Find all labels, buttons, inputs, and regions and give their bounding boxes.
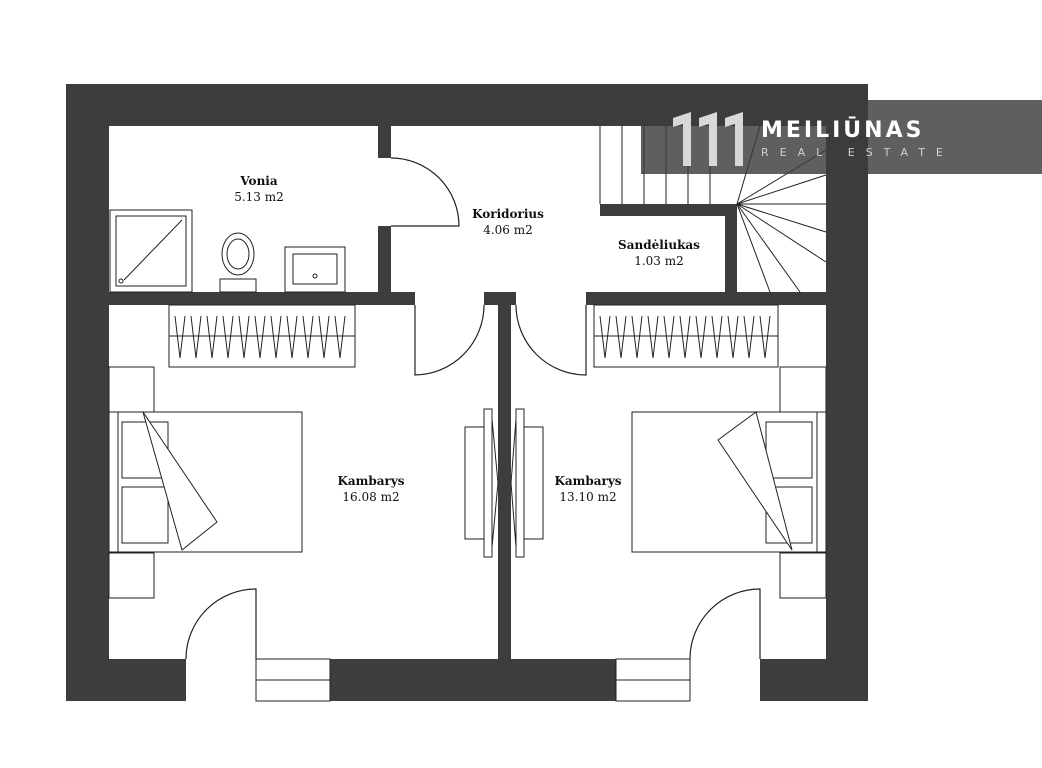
sink [284,246,346,293]
room-label-sandeliukas: Sandėliukas 1.03 m2 [618,237,700,269]
room-area: 4.06 m2 [483,223,533,237]
windows [255,658,691,702]
room-name: Vonia [240,174,278,188]
room-name: Kambarys [554,474,622,488]
room-label-kambarys-left: Kambarys 16.08 m2 [337,473,404,505]
room-area: 13.10 m2 [559,490,617,504]
interior-walls [109,126,826,659]
logo-tagline: REAL ESTATE [761,146,954,159]
logo-brand-text: MEILIŪNAS [761,118,925,143]
wardrobe-left [168,304,356,368]
shower-tray [109,209,193,293]
wardrobe-right [593,304,779,368]
room-label-vonia: Vonia 5.13 m2 [234,173,284,205]
brand-logo: MEILIŪNAS REAL ESTATE [641,100,1042,174]
room-area: 16.08 m2 [342,490,400,504]
toilet [219,232,257,293]
room-label-koridorius: Koridorius 4.06 m2 [472,206,544,238]
room-area: 5.13 m2 [234,190,284,204]
room-name: Koridorius [472,207,544,221]
exterior-walls [66,84,868,701]
bed-left [108,366,303,599]
logo-mark-icon [673,112,743,166]
room-name: Kambarys [337,474,405,488]
room-name: Sandėliukas [618,238,700,252]
bed-right [631,366,827,599]
room-area: 1.03 m2 [634,254,684,268]
room-label-kambarys-right: Kambarys 13.10 m2 [554,473,621,505]
wall-panels [464,408,544,558]
doors [185,157,761,660]
